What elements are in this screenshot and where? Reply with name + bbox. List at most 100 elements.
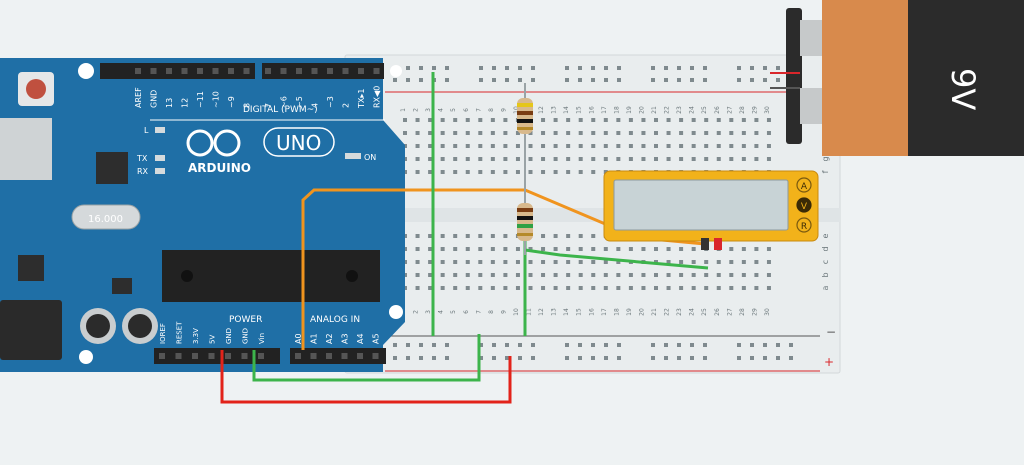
header-pin[interactable]	[228, 68, 234, 74]
breadboard-hole[interactable]	[453, 260, 458, 264]
rail-hole[interactable]	[690, 66, 694, 70]
breadboard-hole[interactable]	[440, 247, 445, 251]
rail-hole[interactable]	[591, 343, 595, 347]
breadboard-hole[interactable]	[716, 118, 721, 122]
breadboard-hole[interactable]	[478, 157, 483, 161]
rail-hole[interactable]	[518, 78, 522, 82]
breadboard-hole[interactable]	[716, 286, 721, 290]
breadboard-hole[interactable]	[616, 273, 621, 277]
breadboard-hole[interactable]	[679, 260, 684, 264]
breadboard-hole[interactable]	[766, 286, 771, 290]
digital-header-right[interactable]	[262, 63, 384, 79]
header-pins[interactable]	[135, 68, 380, 359]
rail-hole[interactable]	[617, 78, 621, 82]
breadboard-hole[interactable]	[754, 260, 759, 264]
rail-hole[interactable]	[406, 66, 410, 70]
rail-hole[interactable]	[406, 356, 410, 360]
rail-hole[interactable]	[737, 356, 741, 360]
breadboard-hole[interactable]	[654, 273, 658, 277]
breadboard-hole[interactable]	[704, 260, 709, 264]
breadboard-hole[interactable]	[729, 131, 734, 135]
breadboard-hole[interactable]	[541, 260, 546, 264]
wire-green-gnd[interactable]	[252, 334, 481, 382]
breadboard-hole[interactable]	[666, 286, 671, 290]
battery-9v[interactable]: 9V	[786, 0, 1024, 156]
breadboard-hole[interactable]	[691, 131, 696, 135]
breadboard-hole[interactable]	[766, 157, 771, 161]
breadboard-hole[interactable]	[453, 131, 458, 135]
breadboard-hole[interactable]	[465, 286, 470, 290]
breadboard-hole[interactable]	[641, 118, 646, 122]
breadboard-hole[interactable]	[679, 273, 684, 277]
rail-hole[interactable]	[505, 356, 509, 360]
rail-hole[interactable]	[565, 78, 569, 82]
breadboard-hole[interactable]	[729, 260, 734, 264]
breadboard-hole[interactable]	[766, 118, 771, 122]
rail-hole[interactable]	[393, 78, 397, 82]
rail-hole[interactable]	[565, 343, 569, 347]
reset-button-cap[interactable]	[26, 79, 46, 99]
breadboard-hole[interactable]	[566, 170, 571, 174]
breadboard-hole[interactable]	[729, 286, 734, 290]
breadboard-hole[interactable]	[578, 170, 583, 174]
breadboard-hole[interactable]	[490, 247, 495, 251]
rail-hole[interactable]	[789, 356, 793, 360]
breadboard-hole[interactable]	[428, 286, 433, 290]
breadboard-hole[interactable]	[440, 260, 445, 264]
breadboard-hole[interactable]	[541, 118, 546, 122]
breadboard-hole[interactable]	[578, 260, 583, 264]
breadboard-hole[interactable]	[553, 157, 558, 161]
breadboard-hole[interactable]	[490, 234, 495, 238]
rail-hole[interactable]	[445, 356, 449, 360]
rail-hole[interactable]	[505, 343, 509, 347]
breadboard-hole[interactable]	[490, 157, 495, 161]
breadboard-hole[interactable]	[628, 273, 633, 277]
breadboard-hole[interactable]	[591, 260, 596, 264]
rail-hole[interactable]	[432, 343, 436, 347]
breadboard-hole[interactable]	[415, 234, 420, 238]
breadboard-hole[interactable]	[428, 131, 433, 135]
breadboard-hole[interactable]	[440, 273, 445, 277]
header-pin[interactable]	[150, 68, 157, 74]
breadboard-hole[interactable]	[566, 260, 571, 264]
breadboard-hole[interactable]	[754, 157, 759, 161]
breadboard-hole[interactable]	[541, 170, 546, 174]
breadboard-hole[interactable]	[616, 286, 621, 290]
breadboard-hole[interactable]	[704, 273, 709, 277]
breadboard-hole[interactable]	[428, 170, 433, 174]
rail-hole[interactable]	[651, 78, 655, 82]
breadboard-hole[interactable]	[478, 286, 483, 290]
header-pin[interactable]	[175, 353, 182, 359]
breadboard-hole[interactable]	[741, 260, 746, 264]
breadboard-hole[interactable]	[515, 286, 520, 290]
multimeter-mode-v-button[interactable]: V	[796, 197, 812, 213]
breadboard-hole[interactable]	[503, 247, 508, 251]
breadboard-hole[interactable]	[503, 118, 508, 122]
breadboard-hole[interactable]	[465, 247, 470, 251]
header-pin[interactable]	[280, 68, 287, 74]
breadboard-hole[interactable]	[503, 234, 508, 238]
header-pin[interactable]	[296, 68, 302, 74]
breadboard-hole[interactable]	[465, 131, 470, 135]
breadboard-hole[interactable]	[515, 247, 520, 251]
rail-hole[interactable]	[677, 356, 681, 360]
header-pin[interactable]	[192, 353, 198, 359]
rail-hole[interactable]	[492, 343, 496, 347]
breadboard-hole[interactable]	[641, 273, 646, 277]
breadboard-hole[interactable]	[628, 247, 633, 251]
breadboard-hole[interactable]	[566, 234, 571, 238]
breadboard-hole[interactable]	[754, 273, 759, 277]
probe-black[interactable]	[701, 238, 709, 250]
breadboard-hole[interactable]	[641, 247, 646, 251]
breadboard-hole[interactable]	[591, 286, 596, 290]
rail-hole[interactable]	[737, 66, 741, 70]
breadboard-hole[interactable]	[754, 144, 759, 148]
breadboard-hole[interactable]	[654, 157, 658, 161]
breadboard-hole[interactable]	[628, 286, 633, 290]
breadboard-hole[interactable]	[465, 118, 470, 122]
breadboard-hole[interactable]	[541, 286, 546, 290]
breadboard-hole[interactable]	[741, 118, 746, 122]
rail-hole[interactable]	[479, 343, 483, 347]
